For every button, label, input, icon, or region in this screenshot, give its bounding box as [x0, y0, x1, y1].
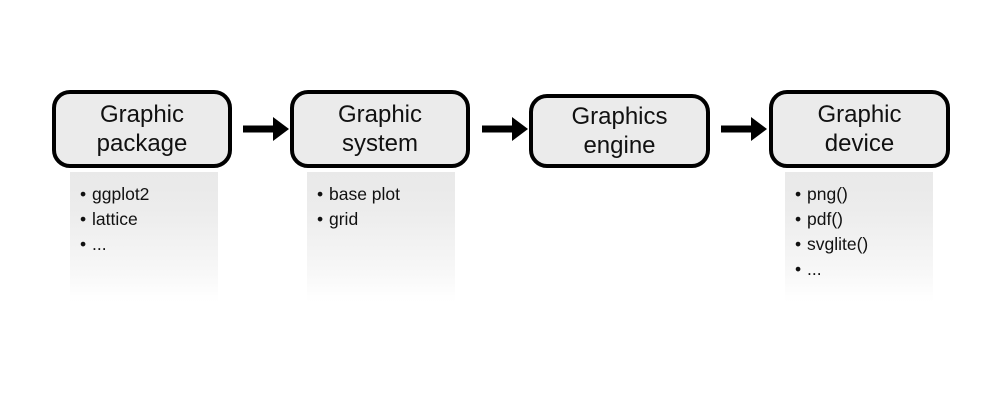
list-item: •pdf() — [795, 207, 933, 232]
list-item-label: svglite() — [807, 234, 869, 254]
detail-panel-graphic-package: •ggplot2 •lattice •... — [70, 172, 218, 302]
bullet-icon: • — [795, 234, 802, 254]
bullet-icon: • — [795, 184, 802, 204]
list-item: •... — [795, 257, 933, 282]
detail-list-graphic-package: •ggplot2 •lattice •... — [80, 182, 218, 257]
node-graphic-device[interactable]: Graphic device — [769, 90, 950, 168]
node-graphic-system[interactable]: Graphic system — [290, 90, 470, 168]
list-item-label: ggplot2 — [92, 184, 150, 204]
list-item: •grid — [317, 207, 455, 232]
bullet-icon: • — [80, 184, 87, 204]
list-item-label: grid — [329, 209, 359, 229]
node-graphic-package[interactable]: Graphic package — [52, 90, 232, 168]
detail-list-graphic-device: •png() •pdf() •svglite() •... — [795, 182, 933, 282]
arrow-right-icon-3 — [721, 117, 767, 141]
detail-panel-graphic-system: •base plot •grid — [307, 172, 455, 302]
list-item-label: base plot — [329, 184, 401, 204]
list-item-label: lattice — [92, 209, 138, 229]
node-graphic-system-label: Graphic system — [337, 101, 423, 157]
node-graphics-engine[interactable]: Graphics engine — [529, 94, 710, 168]
list-item-label: ... — [92, 234, 107, 254]
bullet-icon: • — [795, 259, 802, 279]
list-item: •ggplot2 — [80, 182, 218, 207]
list-item-label: ... — [807, 259, 822, 279]
bullet-icon: • — [80, 209, 87, 229]
bullet-icon: • — [317, 184, 324, 204]
list-item: •png() — [795, 182, 933, 207]
list-item: •svglite() — [795, 232, 933, 257]
node-graphic-device-label: Graphic device — [817, 101, 902, 157]
list-item-label: png() — [807, 184, 848, 204]
detail-list-graphic-system: •base plot •grid — [317, 182, 455, 232]
node-graphics-engine-label: Graphics engine — [571, 103, 668, 159]
bullet-icon: • — [795, 209, 802, 229]
bullet-icon: • — [80, 234, 87, 254]
list-item: •lattice — [80, 207, 218, 232]
list-item-label: pdf() — [807, 209, 843, 229]
list-item: •... — [80, 232, 218, 257]
arrow-right-icon-1 — [243, 117, 289, 141]
node-graphic-package-label: Graphic package — [96, 101, 188, 157]
list-item: •base plot — [317, 182, 455, 207]
arrow-right-icon-2 — [482, 117, 528, 141]
bullet-icon: • — [317, 209, 324, 229]
detail-panel-graphic-device: •png() •pdf() •svglite() •... — [785, 172, 933, 302]
